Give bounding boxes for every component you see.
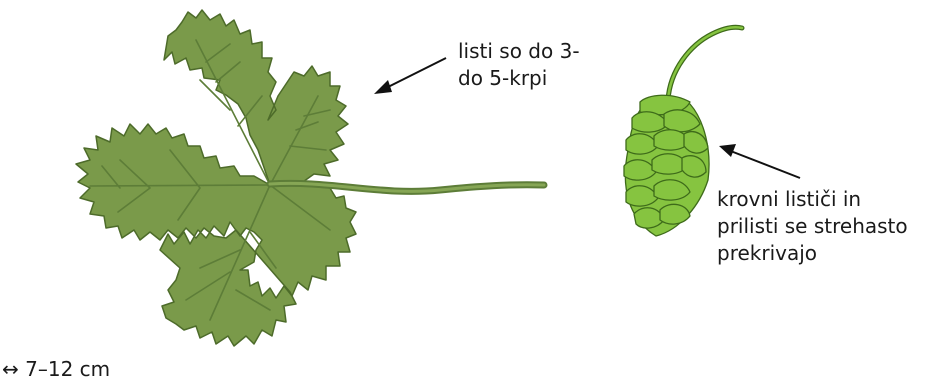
leaf-blade [75,9,357,347]
leaf-arrow [381,57,447,91]
cone-label-line-2: prilisti se strehasto [717,214,908,238]
hop-cone [623,24,745,237]
cone-label-line-3: prekrivajo [717,241,818,265]
scale-label: ↔ 7–12 cm [2,357,111,381]
cone-bracts [623,94,710,237]
leaf-label-line-2: do 5-krpi [458,66,548,90]
cone-arrow-head [719,144,736,157]
leaf-arrow-head [374,80,392,94]
leaf-veins [89,39,331,321]
hop-leaf [75,9,548,347]
annotation-arrows [374,57,801,179]
cone-label: krovni lističi in prilisti se strehasto … [717,186,908,267]
leaf-label-line-1: listi so do 3- [458,39,580,63]
cone-label-line-1: krovni lističi in [717,187,862,211]
cone-arrow [727,149,801,179]
leaf-label: listi so do 3- do 5-krpi [458,38,580,92]
